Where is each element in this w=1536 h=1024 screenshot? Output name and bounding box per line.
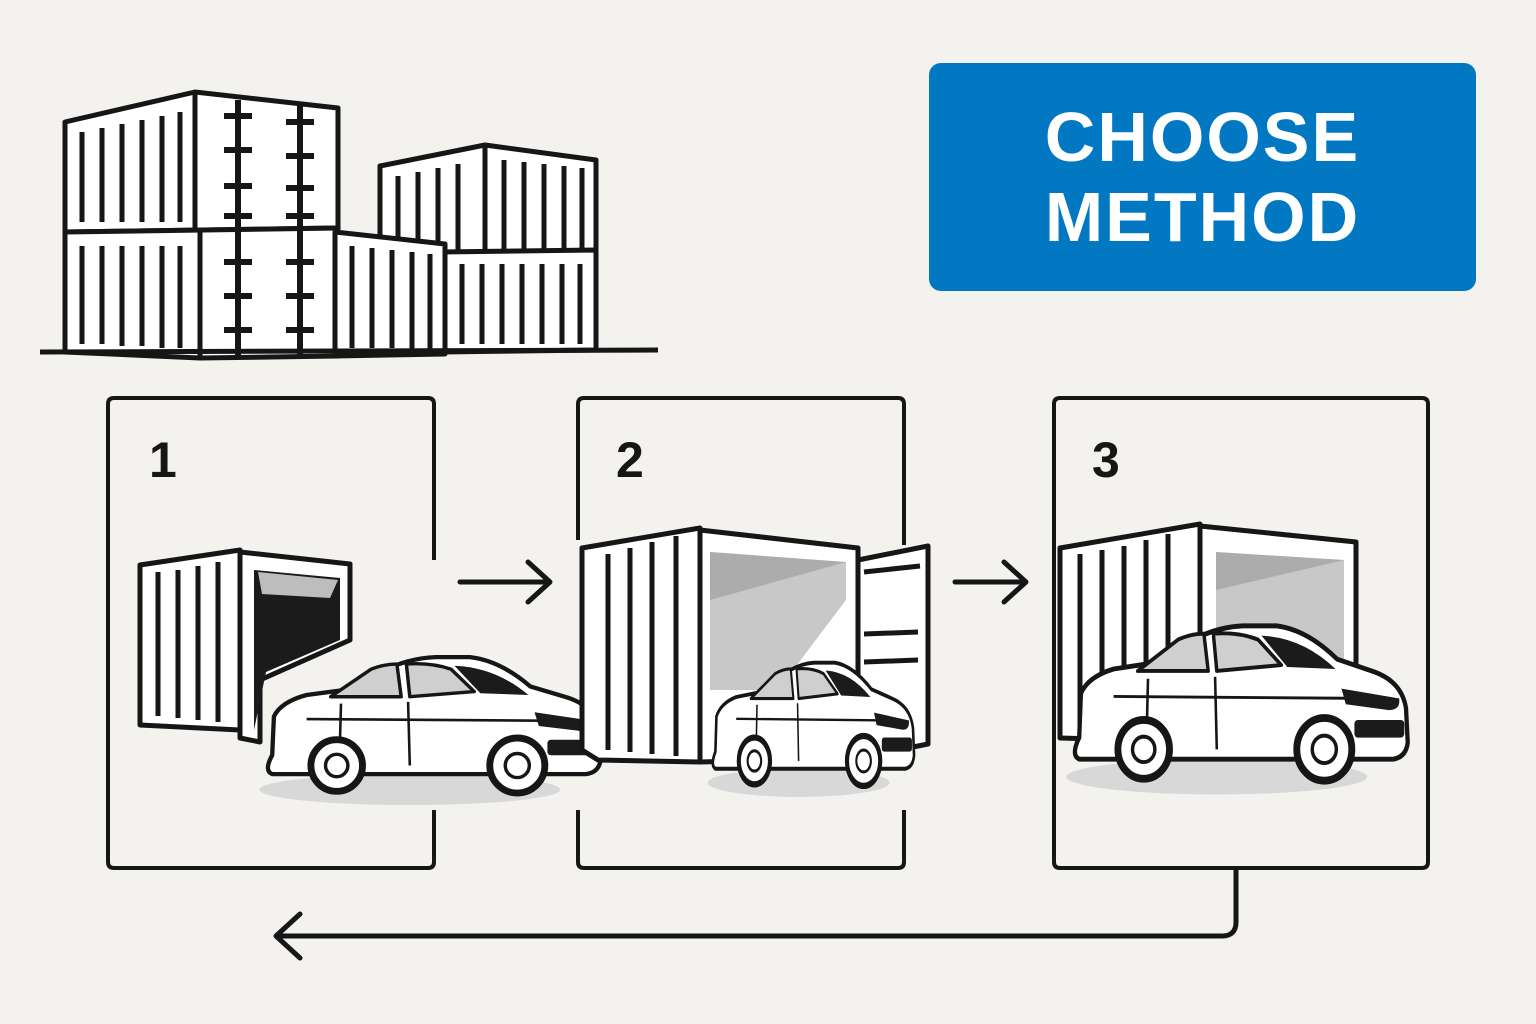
choose-method-line2: METHOD — [1044, 178, 1361, 256]
arrow-right-icon — [952, 559, 1029, 605]
step-frame-3 — [1052, 396, 1430, 870]
step-number-3: 3 — [1092, 432, 1120, 488]
container-icon — [137, 547, 353, 745]
arrow-right-icon — [457, 559, 553, 605]
car-icon — [259, 657, 600, 805]
choose-method-line1: CHOOSE — [1044, 98, 1361, 176]
step-number-2: 2 — [616, 432, 644, 488]
step-frame-1 — [106, 396, 436, 870]
choose-method-button[interactable]: CHOOSE METHOD — [929, 63, 1476, 291]
step-frame-2 — [576, 396, 906, 870]
step-number-1: 1 — [149, 432, 177, 488]
return-arrow-icon — [273, 867, 1239, 961]
shipping-containers-icon — [39, 89, 659, 361]
